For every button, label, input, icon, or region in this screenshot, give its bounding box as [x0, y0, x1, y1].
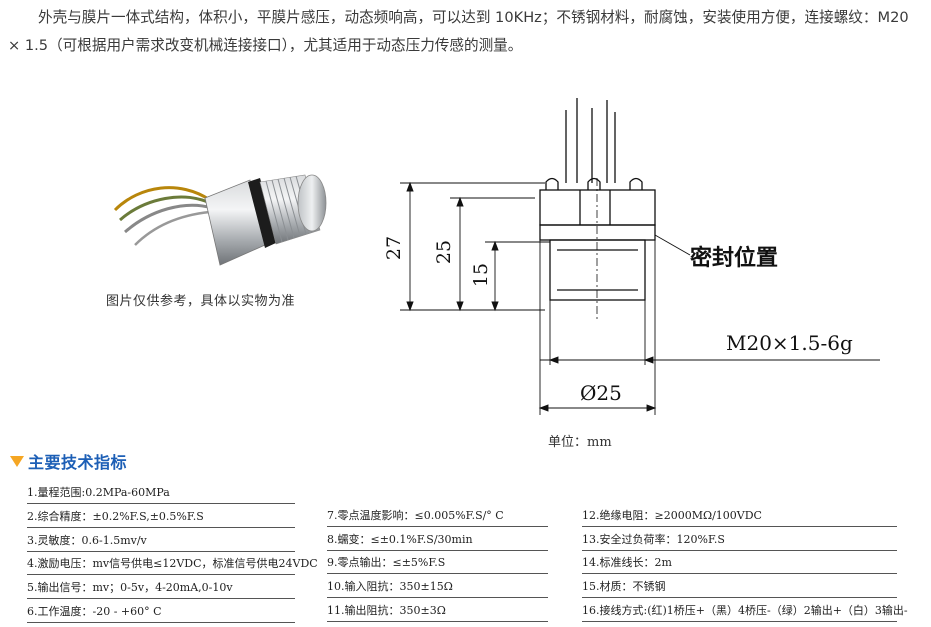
diameter-label: Ø25 — [580, 381, 622, 405]
spec-item: 14.标准线长：2m — [582, 552, 897, 575]
section-title: 主要技术指标 — [28, 453, 128, 472]
spec-item: 6.工作温度：-20 - +60° C — [27, 601, 295, 623]
spec-item: 7.零点温度影响：≤0.005%F.S/° C — [327, 505, 548, 527]
spec-item: 15.材质：不锈钢 — [582, 576, 897, 599]
unit-label: 单位：mm — [548, 435, 612, 450]
photo-caption: 图片仅供参考，具体以实物为准 — [106, 294, 296, 309]
thread-spec-label: M20×1.5-6g — [726, 331, 853, 355]
intro-paragraph: 外壳与膜片一体式结构，体积小，平膜片感压，动态频响高，可以达到 10KHz；不锈… — [8, 9, 909, 54]
spec-item: 1.量程范围:0.2MPa-60MPa — [27, 482, 295, 504]
spec-item: 9.零点输出：≤±5%F.S — [327, 552, 548, 575]
spec-column-3: 12.绝缘电阻：≥2000MΩ/100VDC 13.安全过负荷率：120%F.S… — [582, 482, 908, 624]
spec-item: 2.综合精度：±0.2%F.S,±0.5%F.S — [27, 506, 295, 528]
spec-item: 4.激励电压：mv信号供电≤12VDC，标准信号供电24VDC — [27, 553, 318, 576]
spec-item: 11.输出阻抗：350±3Ω — [327, 600, 548, 622]
product-photo — [113, 174, 327, 266]
spec-item: 5.输出信号：mv；0-5v，4-20mA,0-10v — [27, 577, 295, 600]
spec-item: 10.输入阻抗：350±15Ω — [327, 576, 548, 599]
dim-25-label: 25 — [433, 240, 455, 264]
spec-column-1: 1.量程范围:0.2MPa-60MPa 2.综合精度：±0.2%F.S,±0.5… — [27, 482, 318, 625]
dim-15-label: 15 — [470, 263, 492, 287]
dim-27-label: 27 — [383, 236, 405, 260]
triangle-down-icon — [10, 455, 24, 467]
spec-column-2: 7.零点温度影响：≤0.005%F.S/° C 8.蠕变：≤±0.1%F.S/3… — [327, 482, 548, 624]
spec-item: 8.蠕变：≤±0.1%F.S/30min — [327, 529, 548, 551]
seal-position-label: 密封位置 — [690, 245, 778, 271]
spec-item: 3.灵敏度：0.6-1.5mv/v — [27, 530, 295, 552]
spec-item: 12.绝缘电阻：≥2000MΩ/100VDC — [582, 505, 897, 527]
spec-item: 16.接线方式:(红)1桥压+（黑）4桥压-（绿）2输出+（白）3输出- — [582, 600, 908, 622]
section-heading: 主要技术指标 — [10, 449, 127, 473]
dimension-drawing: 27 25 15 密封位置 M20×1.5-6g Ø25 — [383, 98, 880, 415]
spec-item: 13.安全过负荷率：120%F.S — [582, 529, 897, 551]
